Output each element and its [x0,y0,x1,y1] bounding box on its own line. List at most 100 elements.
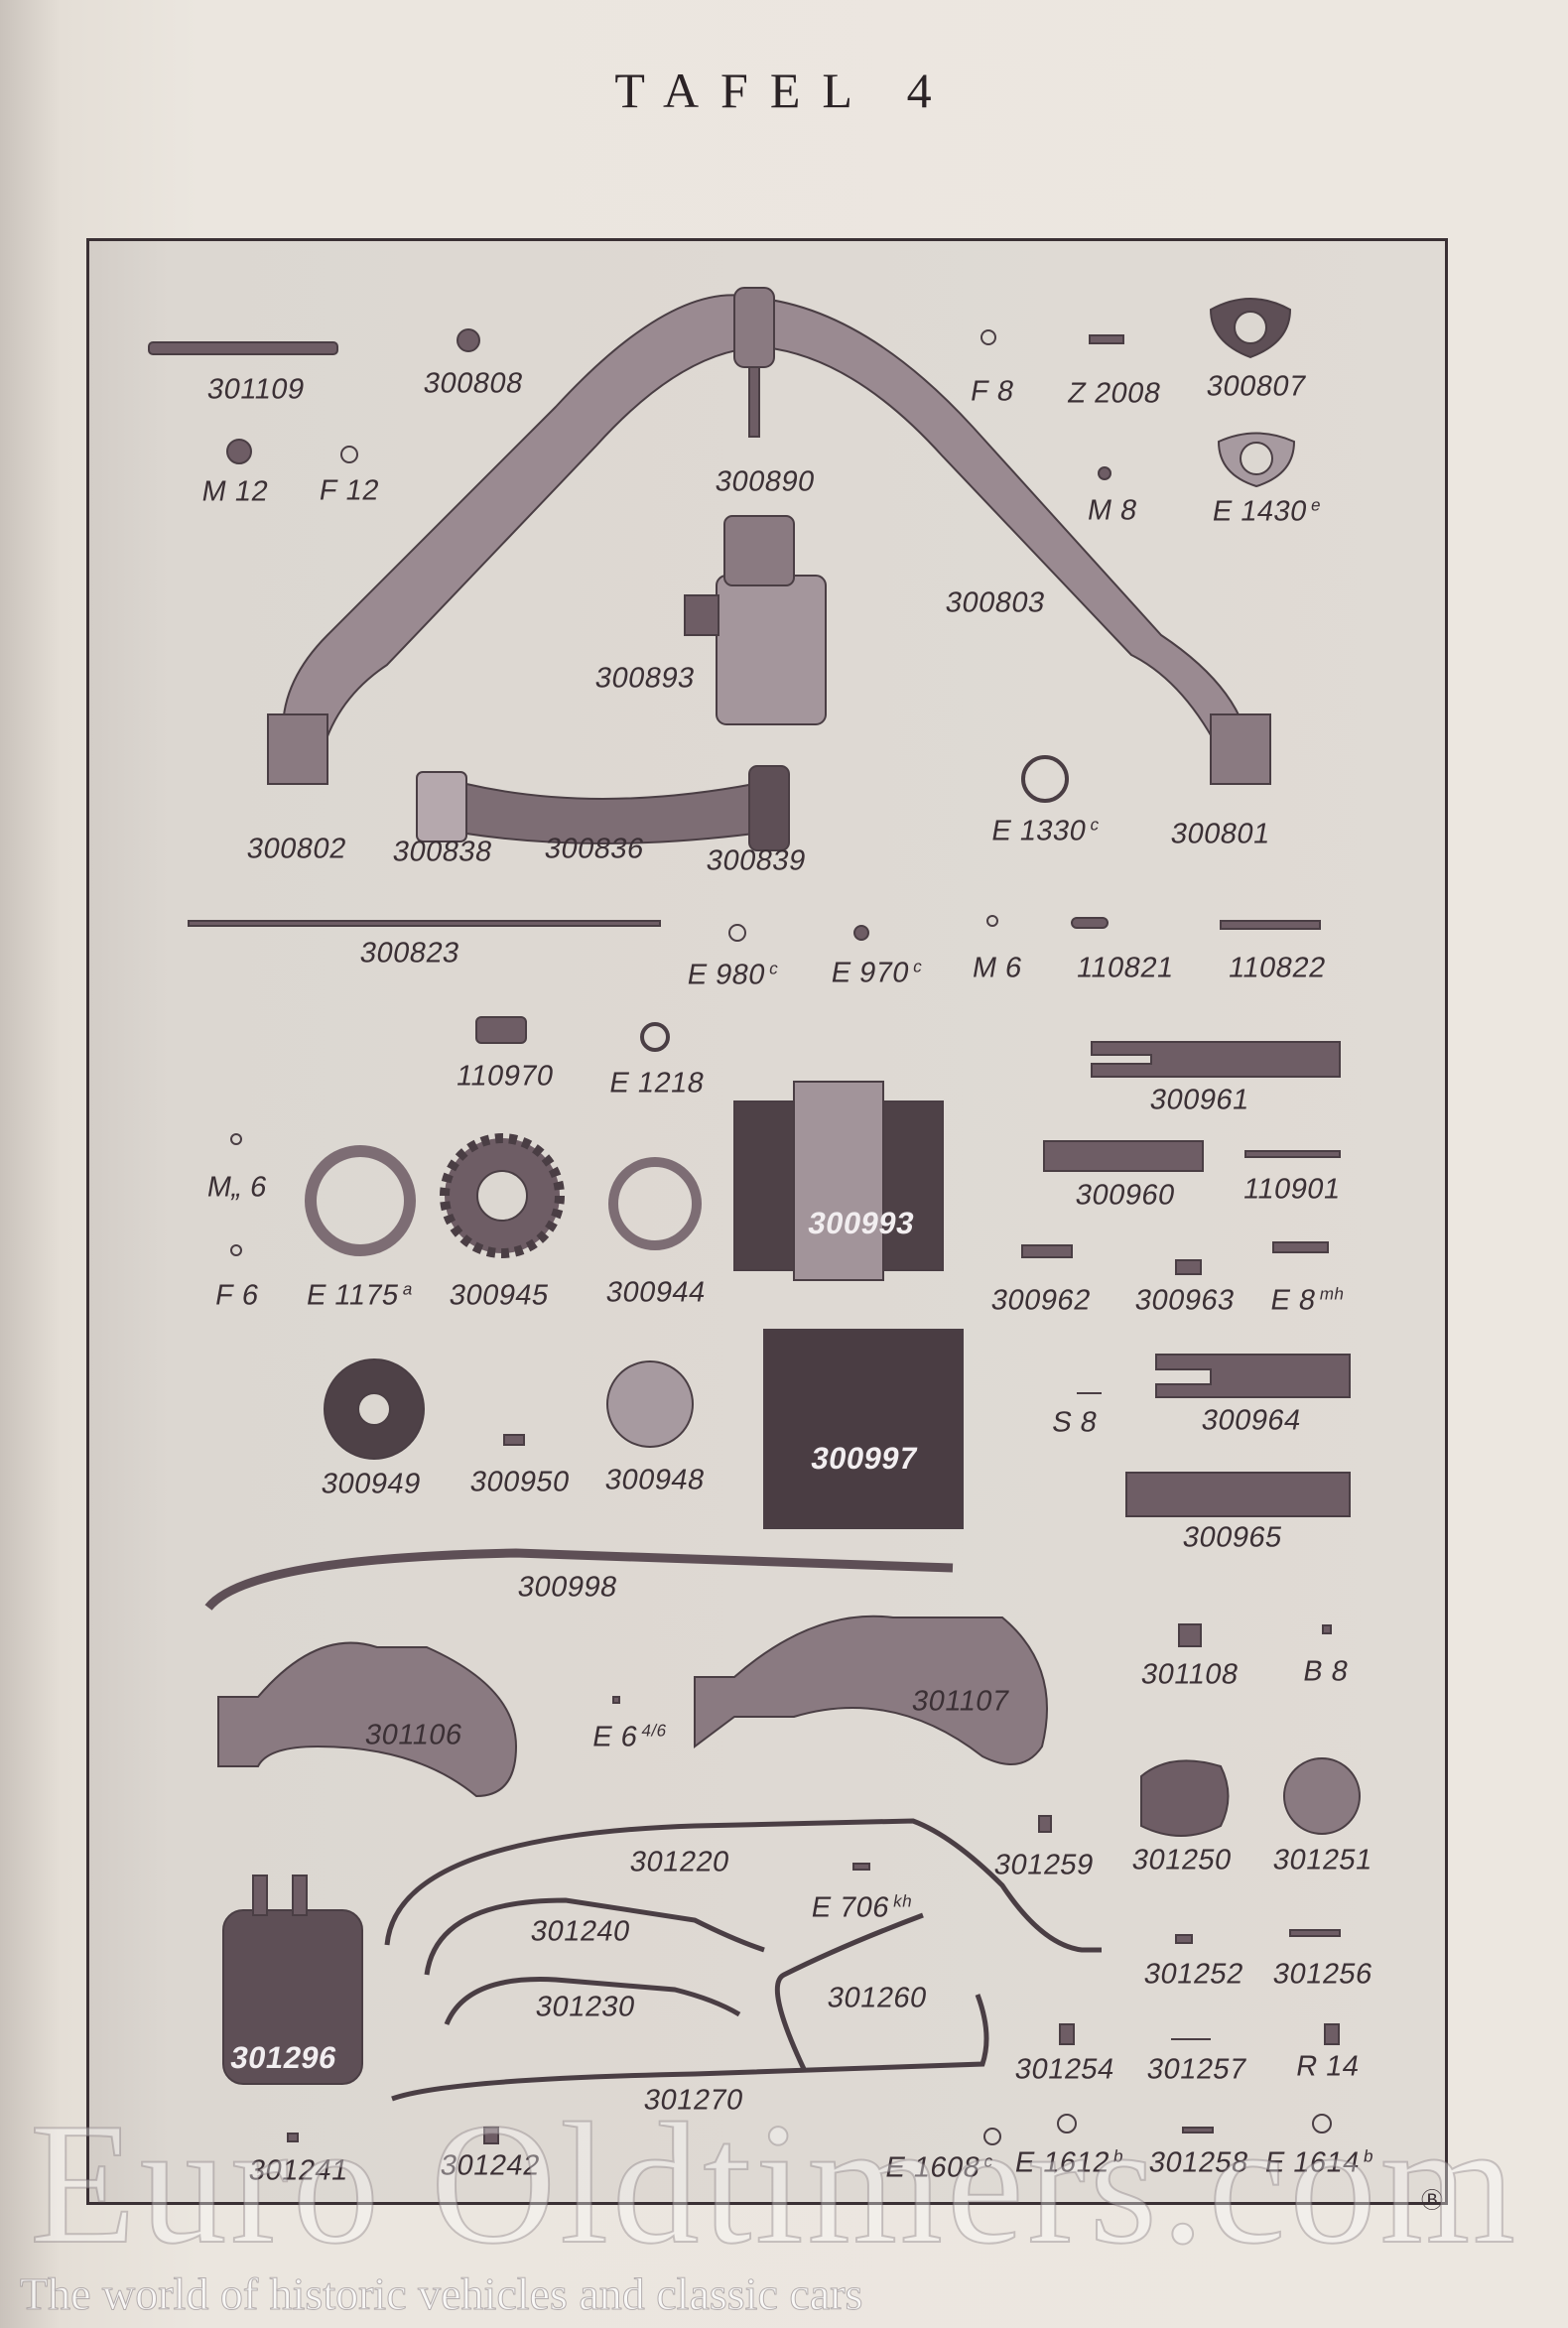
part-number: E 980 [685,959,769,991]
part-number-label: E 1330c [989,816,1102,848]
part-number: 300890 [713,465,818,498]
part-300838 [416,771,467,842]
part-300964 [1155,1354,1351,1398]
part-number-label: 300893 [592,662,698,696]
part-number-label: 110970 [454,1061,556,1094]
part-suffix: kh [891,1891,915,1911]
part-number-label: 301256 [1270,1958,1375,1992]
part-number-label: 300839 [704,844,809,878]
part-number-label: 301108 [1138,1659,1241,1692]
part-number: 301230 [533,1991,638,2023]
part-number-label: R 14 [1293,2050,1363,2084]
part-number-label: E 980c [685,960,780,992]
part-301230 [444,1977,741,2025]
part-number: Z 2008 [1065,377,1164,410]
part-e1330 [1021,755,1069,803]
part-number: 300823 [357,937,462,970]
part-300950 [503,1434,525,1446]
part-number-label: 300998 [515,1571,620,1605]
part-number: 110821 [1074,952,1177,984]
part-number: 110901 [1241,1173,1344,1206]
part-number-label: 300993 [806,1206,918,1241]
part-number-label: 300803 [943,587,1047,620]
part-300998 [204,1548,954,1611]
part-number: 301296 [227,2040,340,2075]
part-f12 [340,446,358,463]
part-number: 301252 [1141,1958,1246,1991]
part-number: E 706 [809,1891,893,1924]
part-number-label: Z 2008 [1065,377,1164,411]
part-number: R 14 [1293,2050,1363,2083]
part-300890 [733,287,775,368]
plate-title: TAFEL 4 [614,63,954,118]
part-number: 300950 [467,1466,573,1498]
part-number: 300801 [1168,818,1273,850]
part-number: 300893 [592,662,698,695]
part-number-label: 300823 [357,937,462,970]
part-number: 301106 [362,1719,465,1751]
part-number: 300965 [1180,1521,1285,1554]
part-number-label: 301220 [627,1847,731,1879]
part-number: 300839 [704,844,809,877]
part-m6b [230,1133,242,1145]
part-number: 300949 [319,1468,424,1500]
part-number: 300960 [1073,1179,1178,1212]
part-e1218 [640,1022,670,1052]
part-number: 300836 [542,833,647,865]
part-number-label: F 12 [317,475,382,508]
part-300965 [1125,1472,1351,1517]
part-number-label: 301252 [1141,1958,1246,1992]
part-300963 [1175,1259,1202,1275]
part-number: 110970 [454,1060,557,1093]
part-number-label: F 8 [968,375,1017,409]
part-number: M 12 [199,475,272,508]
part-number-label: 300961 [1147,1084,1252,1117]
part-300960 [1043,1140,1204,1172]
part-number-label: 301257 [1144,2054,1248,2087]
part-number: 300948 [602,1464,708,1496]
part-number-label: M 8 [1085,495,1139,528]
part-number-label: 300948 [602,1464,708,1497]
part-number: 300808 [421,367,526,400]
part-301108 [1178,1623,1202,1647]
part-number-label: 301230 [533,1991,638,2024]
part-suffix: 4/6 [640,1721,669,1741]
part-301106 [217,1641,518,1798]
part-number-label: 301250 [1129,1844,1235,1877]
part-number-label: 300807 [1204,371,1308,404]
part-number-label: 301254 [1012,2053,1117,2087]
part-300808 [457,328,480,352]
part-f6 [230,1244,242,1256]
part-number-label: 300890 [713,465,818,499]
part-number-label: E 1430e [1210,496,1323,529]
part-number-label: 300801 [1168,818,1273,851]
part-number-label: 301109 [204,374,307,407]
part-301258 [1182,2127,1214,2134]
part-z2008 [1089,334,1124,344]
part-number: 300838 [390,836,495,868]
part-number: E 1330 [988,815,1090,847]
part-number: E 1218 [606,1067,708,1099]
part-number: 301254 [1012,2053,1117,2086]
part-number: F 8 [968,375,1017,408]
part-number: 301250 [1129,1844,1235,1876]
part-300823 [188,920,661,927]
part-m8 [1098,466,1111,480]
part-e1608 [983,2128,1001,2145]
part-number: 300998 [515,1571,620,1604]
part-number: 301256 [1270,1958,1375,1991]
part-number: 300961 [1147,1084,1252,1116]
part-suffix: mh [1318,1284,1347,1304]
part-f8 [980,329,996,345]
part-e8 [1272,1241,1329,1253]
part-number-label: 300950 [467,1466,573,1499]
part-number: 300962 [988,1284,1094,1317]
part-number-label: E 970c [829,958,924,990]
part-number: 301107 [909,1685,1012,1718]
part-301252 [1175,1934,1193,1944]
part-number-label: E 706kh [809,1892,914,1925]
part-301260 [774,1912,924,2071]
part-number: E 1430 [1210,495,1310,528]
part-number: E 8 [1267,1284,1319,1317]
